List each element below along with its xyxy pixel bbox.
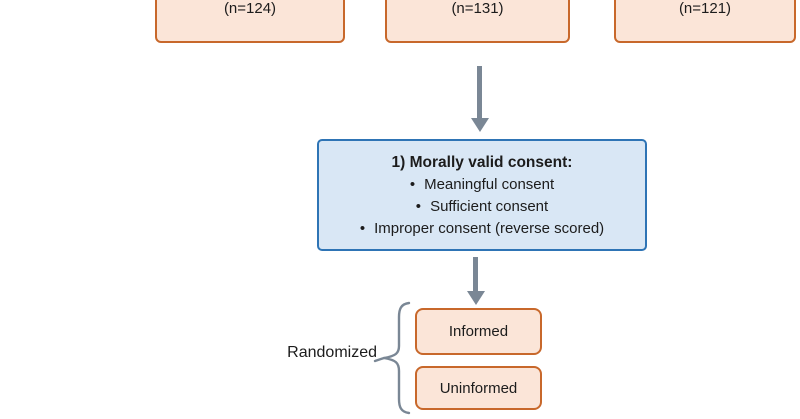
arm-informed-label: Informed (448, 323, 509, 340)
bullet-icon: • (359, 220, 366, 237)
group-1-size-label: (n=124) (223, 0, 277, 17)
arm-box-informed: Informed (415, 308, 542, 355)
randomized-label: Randomized (287, 344, 377, 361)
arrow-shaft (477, 66, 482, 120)
group-2-size-label: (n=131) (451, 0, 504, 17)
consent-bullet-3: • Improper consent (reverse scored) (319, 218, 645, 240)
consent-bullet-1: • Meaningful consent (319, 174, 645, 196)
consent-box-title: 1) Morally valid consent: (391, 154, 573, 171)
group-box-3: (n=121) (614, 0, 796, 43)
group-3-size-label: (n=121) (678, 0, 732, 17)
group-box-2: (n=131) (385, 0, 570, 43)
morally-valid-consent-box: 1) Morally valid consent: •Meaningful co… (317, 139, 647, 251)
arrow-head (467, 291, 485, 305)
bullet-icon: • (415, 198, 422, 215)
group-box-1: (n=124) (155, 0, 345, 43)
arm-uninformed-label: Uninformed (439, 379, 518, 397)
consent-bullet-3-text: Improper consent (reverse scored) (374, 220, 605, 237)
curly-brace-icon (373, 301, 411, 415)
bullet-icon: • (409, 176, 416, 193)
consent-bullet-2: • Sufficient consent (319, 196, 645, 218)
arrow-shaft (473, 257, 478, 293)
consent-bullet-2-text: Sufficient consent (430, 198, 549, 215)
arm-box-uninformed: Uninformed (415, 366, 542, 410)
arrow-head (471, 118, 489, 132)
consent-bullet-1-text: Meaningful consent (424, 176, 555, 193)
